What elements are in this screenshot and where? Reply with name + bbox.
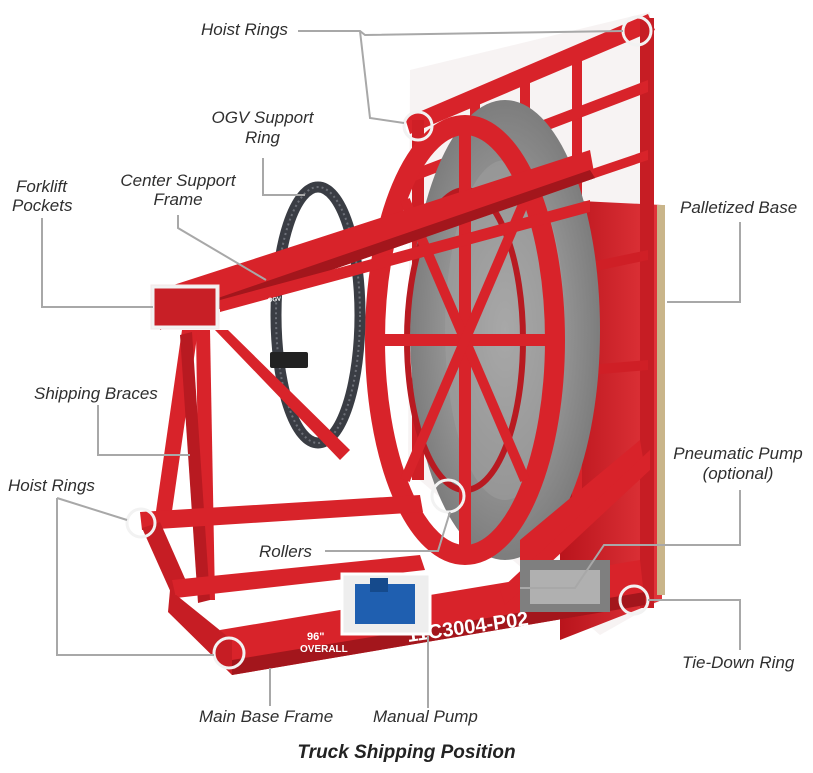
storage-stencil-line2: STORAGE	[284, 304, 314, 313]
label-pneumatic-pump-line2: (optional)	[702, 464, 774, 483]
label-manual-pump: Manual Pump	[373, 707, 478, 726]
main-base-frame: 96" OVERALL 11C3004-P02	[140, 440, 650, 675]
label-tie-down-ring: Tie-Down Ring	[682, 653, 795, 672]
center-support-frame: OGV SUPPORT RING STORAGE	[150, 150, 595, 330]
label-hoist-rings-top: Hoist Rings	[201, 20, 288, 39]
label-forklift-pockets-line2: Pockets	[12, 196, 73, 215]
label-center-support-frame-line2: Frame	[153, 190, 203, 209]
figure-caption: Truck Shipping Position	[297, 742, 516, 763]
label-shipping-braces: Shipping Braces	[34, 384, 158, 403]
ogv-support-ring	[270, 181, 366, 449]
callout-leader-lines	[41, 30, 741, 708]
shipping-braces	[154, 330, 350, 603]
label-hoist-rings-bottom: Hoist Rings	[8, 476, 95, 495]
label-rollers: Rollers	[259, 542, 312, 561]
pneumatic-pump	[520, 560, 610, 612]
label-forklift-pockets-line1: Forklift	[16, 177, 67, 196]
label-ogv-support-ring-line1: OGV Support	[211, 108, 314, 127]
overall-stencil-line1: 96"	[307, 631, 324, 643]
label-main-base-frame: Main Base Frame	[199, 707, 334, 726]
label-palletized-base: Palletized Base	[680, 198, 798, 217]
label-pneumatic-pump-line1: Pneumatic Pump	[673, 444, 803, 463]
label-center-support-frame-line1: Center Support	[120, 171, 236, 190]
manual-pump	[340, 572, 432, 636]
overall-stencil-line2: OVERALL	[300, 644, 348, 655]
label-ogv-support-ring-line2: Ring	[245, 128, 280, 147]
